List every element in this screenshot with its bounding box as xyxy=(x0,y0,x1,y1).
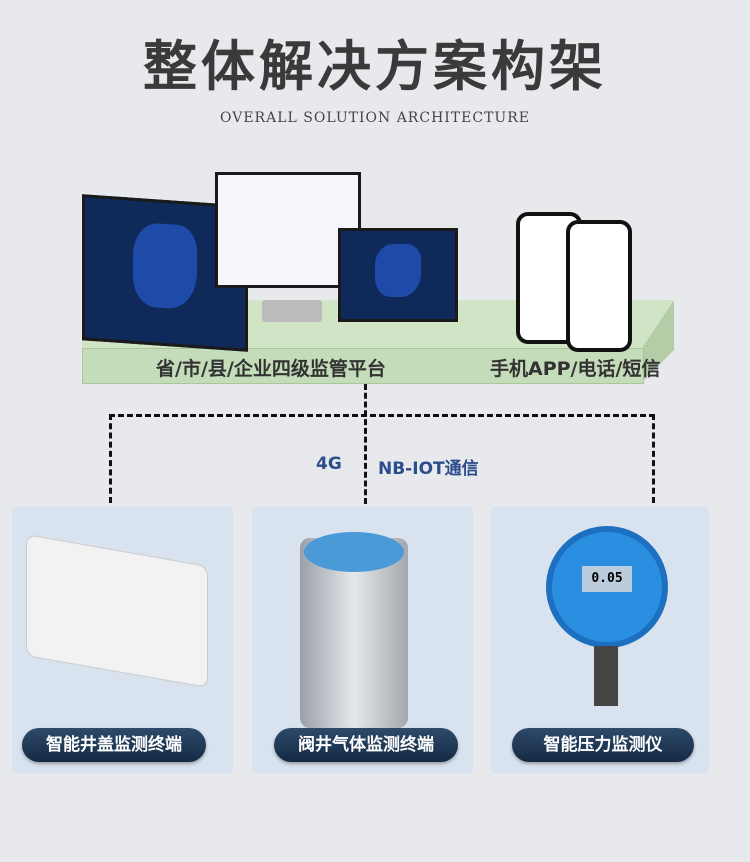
comm-nbiot-label: NB-IOT通信 xyxy=(378,459,479,479)
mobile-label: 手机APP/电话/短信 xyxy=(490,358,661,380)
pressure-fitting xyxy=(594,646,618,706)
comm-4g-label: 4G xyxy=(316,454,342,474)
phone-front xyxy=(566,220,632,352)
device-label-pressure: 智能压力监测仪 xyxy=(512,728,694,762)
connector-line-bracket xyxy=(109,414,655,503)
device-label-gas: 阀井气体监测终端 xyxy=(274,728,458,762)
pressure-gauge-image: 0.05 xyxy=(546,526,668,648)
page-subtitle: OVERALL SOLUTION ARCHITECTURE xyxy=(220,110,530,126)
manhole-terminal-image xyxy=(26,533,208,689)
dashboard-screen-right xyxy=(338,228,458,322)
pressure-display: 0.05 xyxy=(582,566,632,592)
connector-line-vertical xyxy=(364,384,367,504)
gas-terminal-lid xyxy=(304,532,404,572)
monitor-stand xyxy=(262,300,322,322)
device-label-manhole: 智能井盖监测终端 xyxy=(22,728,206,762)
platform-base xyxy=(82,348,644,384)
platform-label: 省/市/县/企业四级监管平台 xyxy=(156,358,386,380)
page-title: 整体解决方案构架 xyxy=(143,35,607,98)
